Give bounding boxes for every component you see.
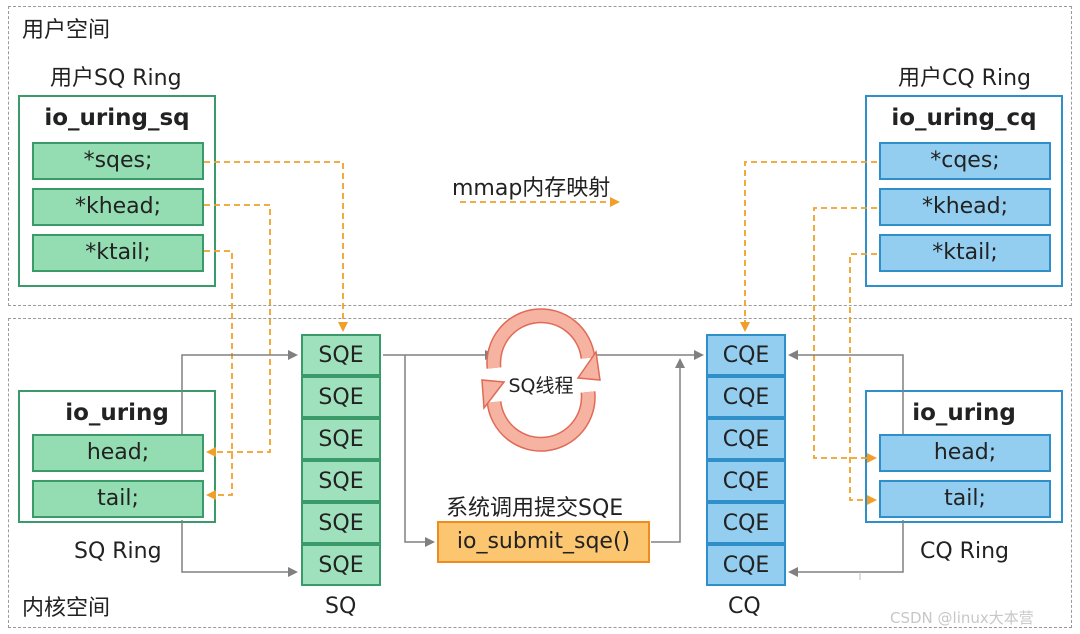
cq-tail-pointer [788, 520, 904, 577]
sq-thread-cycle-icon [481, 308, 601, 452]
sq-label: SQ [325, 594, 357, 619]
sqes-to-sq-connector [204, 161, 348, 332]
kernel-space-label: 内核空间 [22, 596, 111, 621]
cqe-entry: CQE [706, 502, 786, 544]
user-sq-ring-struct: io_uring_sq *sqes; *khead; *ktail; [18, 95, 216, 287]
sqe-entry: SQE [301, 376, 381, 418]
user-cq-ring-struct: io_uring_cq *cqes; *khead; *ktail; [865, 95, 1063, 287]
cq-khead-to-head-connector [813, 207, 877, 463]
cq-ktail-field: *ktail; [879, 234, 1051, 272]
kernel-sq-io-uring-title: io_uring [65, 400, 169, 426]
user-sq-ring-caption: 用户SQ Ring [50, 66, 182, 91]
watermark-text: CSDN @linux大本营 [890, 609, 1034, 627]
sqe-entry: SQE [301, 502, 381, 544]
cqe-entry: CQE [706, 334, 786, 376]
user-space-region [8, 6, 1072, 306]
sq-thread-label: SQ线程 [508, 375, 573, 397]
cq-head-pointer [788, 350, 904, 434]
io-uring-cq-title: io_uring_cq [891, 105, 1037, 131]
kernel-sq-ring-caption: SQ Ring [74, 539, 162, 564]
kernel-sq-ring-struct: io_uring head; tail; [18, 390, 216, 523]
sqe-entry: SQE [301, 460, 381, 502]
khead-to-head-connector [204, 204, 271, 457]
cq-khead-field: *khead; [879, 188, 1051, 226]
sq-tail-pointer [181, 520, 298, 577]
sq-ktail-field: *ktail; [32, 234, 204, 272]
ktail-to-tail-connector [204, 250, 233, 500]
cqe-entry: CQE [706, 376, 786, 418]
cq-head-field: head; [879, 434, 1051, 472]
cq-ktail-to-tail-connector [849, 253, 877, 505]
user-cq-ring-caption: 用户CQ Ring [898, 66, 1031, 91]
io-submit-sqe-box: io_submit_sqe() [437, 521, 650, 563]
kernel-cq-io-uring-title: io_uring [912, 400, 1016, 426]
sq-head-pointer [181, 350, 298, 434]
cqe-entry: CQE [706, 460, 786, 502]
mmap-legend-label: mmap内存映射 [452, 176, 611, 201]
sqe-entry: SQE [301, 418, 381, 460]
cq-tail-field: tail; [879, 480, 1051, 518]
cq-label: CQ [728, 594, 761, 619]
sq-head-field: head; [32, 434, 204, 472]
sqe-entry: SQE [301, 334, 381, 376]
user-space-label: 用户空间 [22, 18, 111, 43]
sq-to-syscall-arrow [404, 355, 435, 547]
sqe-entry: SQE [301, 544, 381, 586]
kernel-cq-ring-caption: CQ Ring [920, 539, 1009, 564]
kernel-cq-ring-struct: io_uring head; tail; [865, 390, 1063, 523]
io-uring-sq-title: io_uring_sq [44, 105, 190, 131]
sq-tail-field: tail; [32, 480, 204, 518]
sq-khead-field: *khead; [32, 188, 204, 226]
cqes-field: *cqes; [879, 142, 1051, 180]
cqe-entry: CQE [706, 544, 786, 586]
syscall-to-cq-arrow [651, 358, 685, 543]
cqe-entry: CQE [706, 418, 786, 460]
sqes-field: *sqes; [32, 142, 204, 180]
syscall-caption: 系统调用提交SQE [446, 496, 624, 521]
cqes-to-cq-connector [740, 161, 877, 332]
